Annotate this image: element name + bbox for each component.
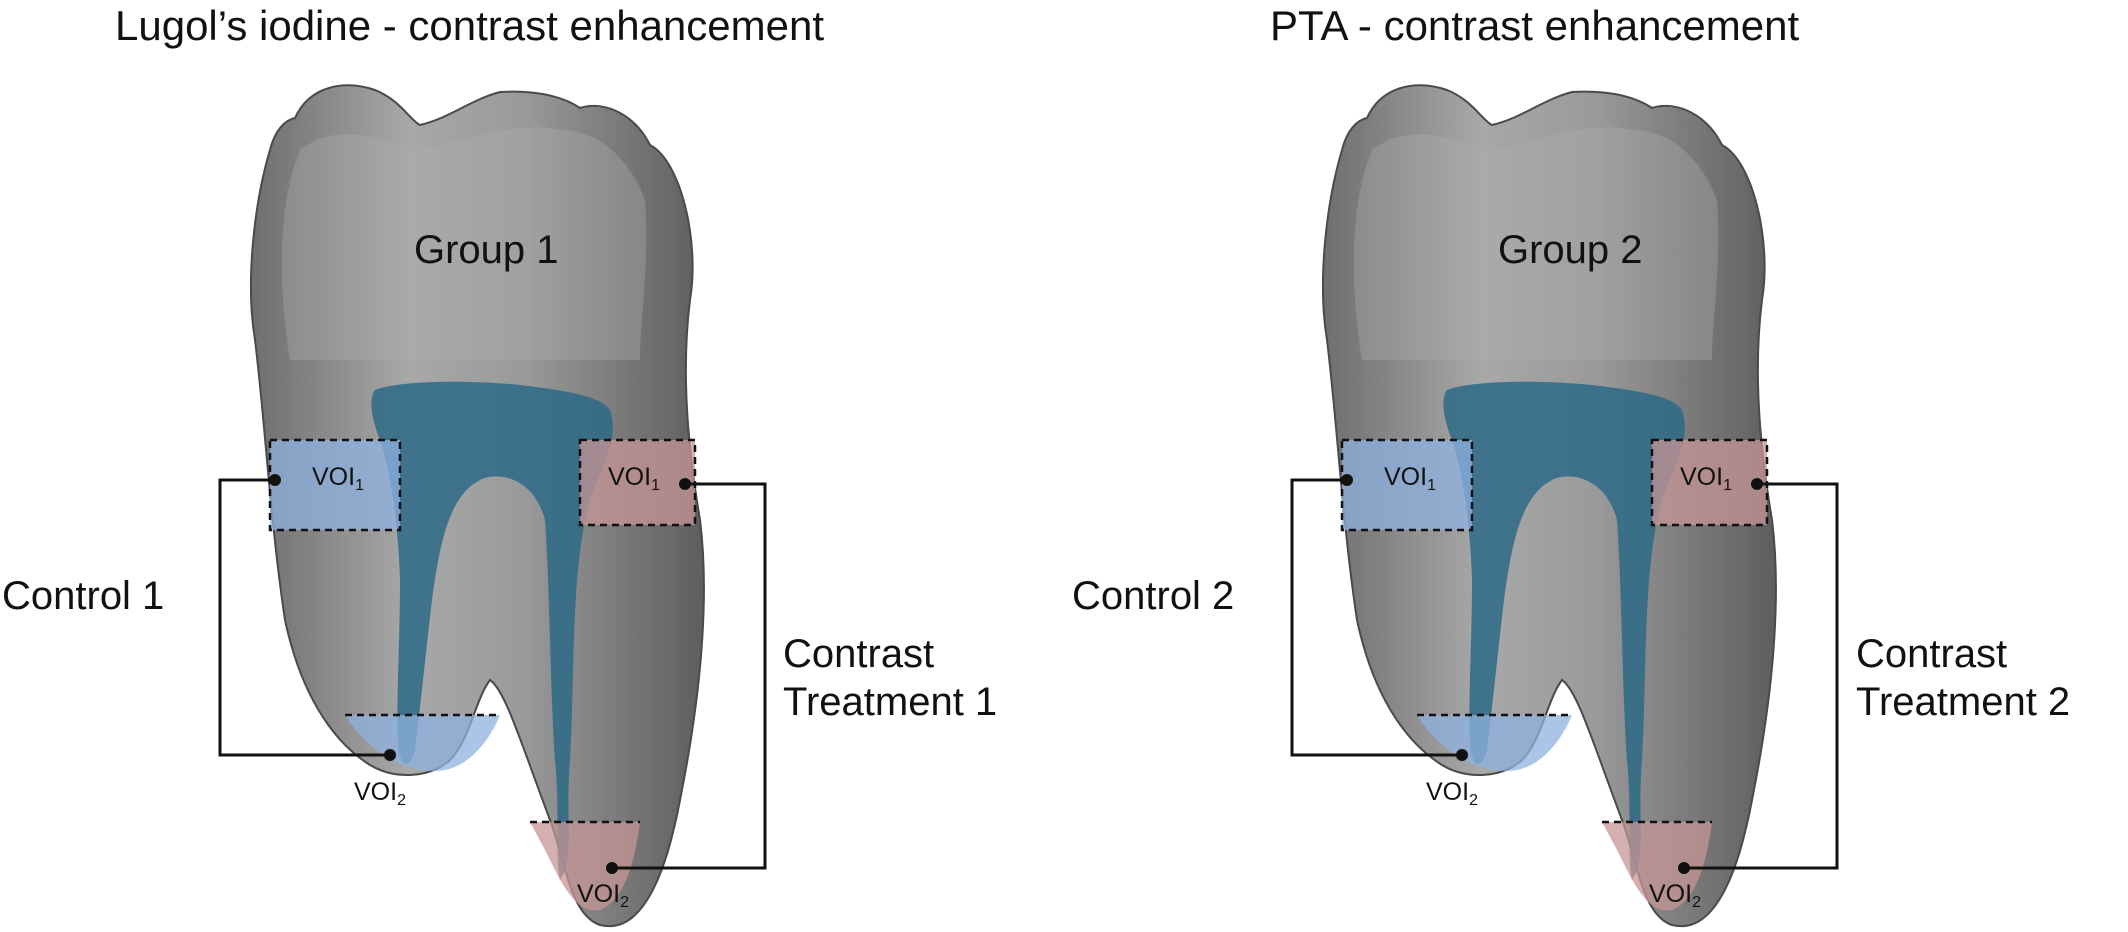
control-voi1-region — [270, 440, 400, 530]
treatment-bracket — [612, 482, 767, 870]
panel-group-2: PTA - contrast enhancement Group 2 Contr… — [1064, 0, 2128, 932]
treatment-voi2-region — [1602, 822, 1712, 911]
treatment-voi1-region — [580, 440, 695, 525]
treatment-voi1-region — [1652, 440, 1767, 525]
control-voi1-label: VOI1 — [1384, 463, 1436, 494]
panel-group-1: Lugol’s iodine - contrast enhancement — [2, 2, 997, 928]
group-label: Group 2 — [1498, 228, 1643, 272]
control-voi1-label: VOI1 — [312, 463, 364, 494]
treatment-voi1-label: VOI1 — [1680, 463, 1732, 494]
treatment-voi2-region — [530, 822, 640, 911]
treatment-label-line2: Treatment 1 — [783, 680, 998, 724]
control-voi2-region — [1417, 715, 1572, 772]
treatment-label: Contrast Treatment 1 — [783, 630, 997, 726]
crown-shading — [1353, 127, 1719, 361]
group-label: Group 1 — [414, 228, 559, 272]
control-bracket-dot-bottom — [384, 749, 396, 761]
panel-title: Lugol’s iodine - contrast enhancement — [115, 2, 825, 49]
control-voi2-region — [345, 715, 500, 772]
crown-shading — [281, 127, 647, 361]
control-bracket-dot-top — [1341, 474, 1353, 486]
pulp-canal — [371, 381, 613, 880]
control-bracket — [218, 478, 390, 757]
tooth-diagram — [218, 84, 767, 928]
treatment-bracket — [1684, 482, 1839, 870]
treatment-label-line1: Contrast — [1856, 632, 2008, 676]
treatment-label-line2: Treatment 2 — [1856, 680, 2071, 724]
control-label: Control 1 — [2, 574, 165, 618]
control-bracket-dot-top — [269, 474, 281, 486]
control-voi1-box — [268, 438, 402, 532]
control-voi1-region — [1342, 440, 1472, 530]
treatment-voi1-label: VOI1 — [608, 463, 660, 494]
tooth-diagram — [1290, 84, 1839, 928]
control-voi2-label: VOI2 — [1426, 778, 1478, 809]
pulp-canal — [1443, 381, 1685, 880]
control-bracket-dot-bottom — [1456, 749, 1468, 761]
treatment-voi2-label: VOI2 — [577, 880, 629, 911]
control-bracket — [1290, 478, 1462, 757]
control-voi1-box — [1340, 438, 1474, 532]
panel-title: PTA - contrast enhancement — [1270, 2, 1800, 49]
treatment-bracket-dot-bottom — [606, 862, 618, 874]
control-label: Control 2 — [1072, 574, 1235, 618]
control-voi2-label: VOI2 — [354, 778, 406, 809]
treatment-bracket-dot-top — [1751, 478, 1763, 490]
treatment-bracket-dot-top — [679, 478, 691, 490]
treatment-bracket-dot-bottom — [1678, 862, 1690, 874]
treatment-voi2-label: VOI2 — [1649, 880, 1701, 911]
treatment-label: Contrast Treatment 2 — [1856, 630, 2070, 726]
treatment-label-line1: Contrast — [783, 632, 935, 676]
